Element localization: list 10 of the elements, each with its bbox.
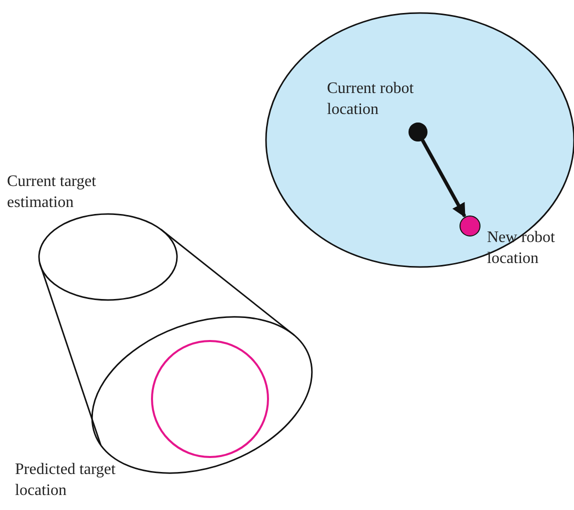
node-caption: Current target estimation [7,172,98,213]
arrow [420,139,466,218]
predicted-target-circle [150,339,270,459]
node-caption: New robot location [487,228,556,269]
node-caption: Current robot location [327,79,415,120]
connector-line [38,228,295,446]
robot-dot [408,122,428,142]
robot-dot [459,215,481,237]
target-ellipse [38,213,178,301]
node-caption: Predicted target location [15,460,117,501]
